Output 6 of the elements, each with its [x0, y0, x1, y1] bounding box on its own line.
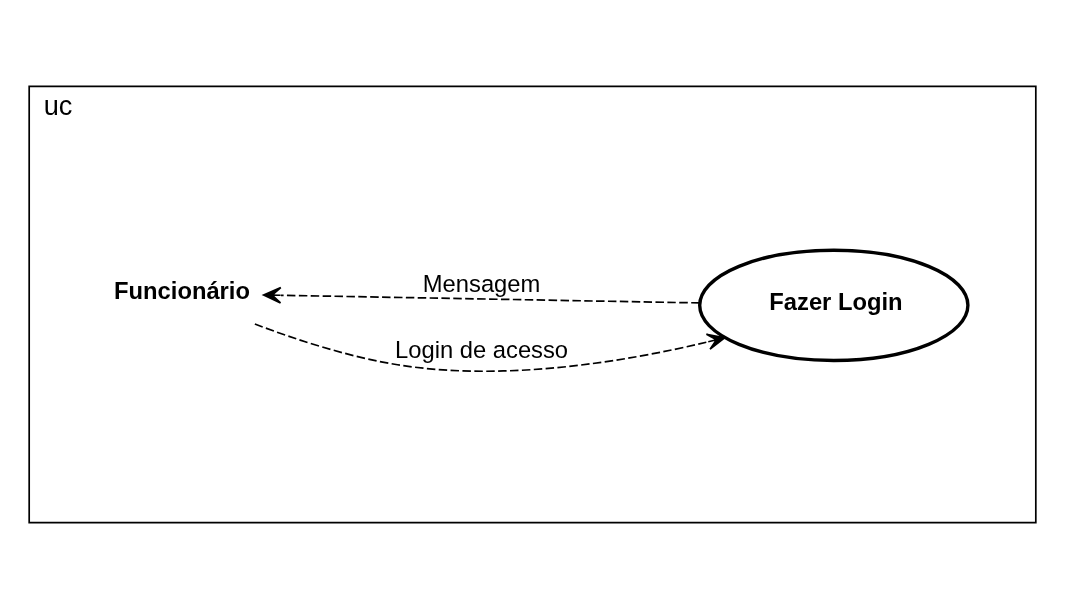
- edge-label: Mensagem: [422, 269, 541, 297]
- arrow: [262, 286, 701, 304]
- edge-label: Login de acesso: [395, 335, 569, 363]
- arrow: [254, 322, 726, 372]
- node-text: Funcionário: [114, 276, 250, 304]
- node-ellipse: Fazer Login: [698, 248, 970, 362]
